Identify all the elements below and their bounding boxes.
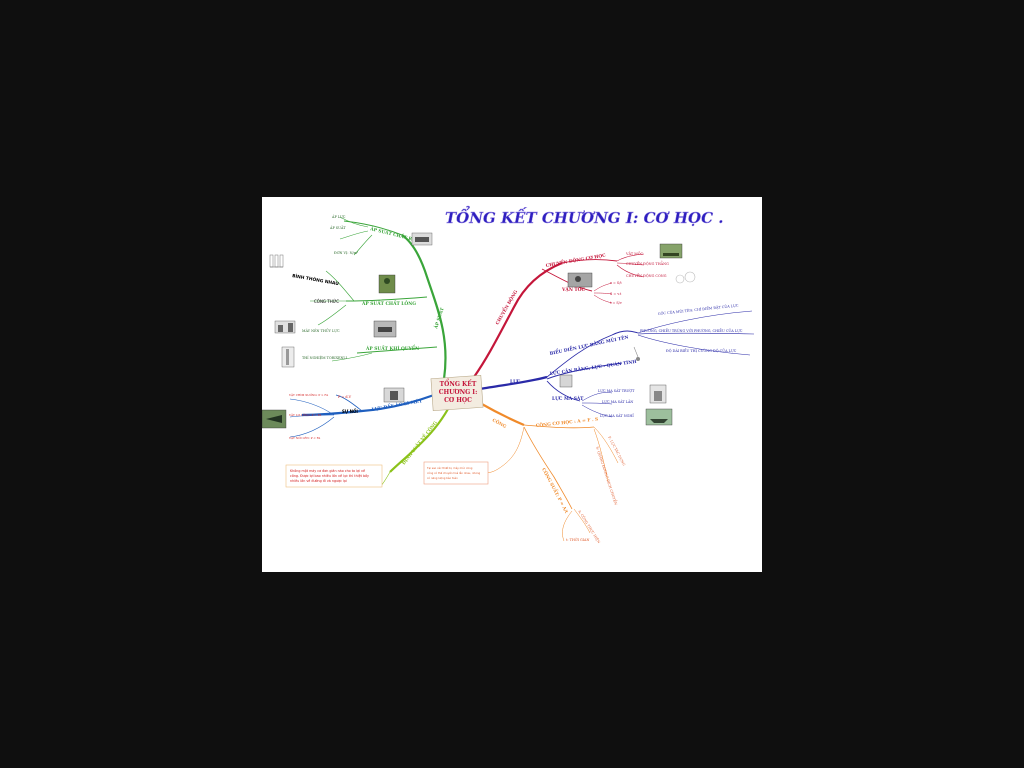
label-vat-chim: VẬT CHÌM XUỐNG: P > FA <box>288 392 329 397</box>
image-wheel-icon <box>675 271 696 284</box>
image-plane-icon <box>262 409 287 429</box>
label-can-bang: LỰC CÂN BẰNG, LỰC - QUÁN TÍNH <box>549 358 637 377</box>
label-phuong: PHƯƠNG, CHIỀU TRÙNG VỚI PHƯƠNG, CHIỀU CỦ… <box>640 328 743 333</box>
mind-map-canvas: TỔNG KẾT CHƯƠNG I: CƠ HỌC . <box>262 206 755 544</box>
image-diver-icon <box>378 274 396 294</box>
image-car-icon <box>373 320 397 338</box>
label-cong-suat: CÔNG SUẤT: P = A/t <box>540 467 569 514</box>
label-fa: F = d.V <box>338 395 352 399</box>
branch-label-luc: LỰC <box>510 379 521 385</box>
mind-map-slide: TỔNG KẾT CHƯƠNG I: CƠ HỌC . <box>262 197 762 572</box>
label-vat-noi-len: VẬT NỔI LÊN: P < FA <box>288 434 321 440</box>
branch-line-chat-long <box>345 296 428 302</box>
label-ap-suat-chat-long: ÁP SUẤT CHẤT LỎNG <box>361 301 416 307</box>
image-box-icon <box>559 374 573 388</box>
branch-line-luc-day <box>301 393 435 417</box>
svg-text:có năng lượng bảo toàn: có năng lượng bảo toàn <box>427 476 458 480</box>
center-line-3: CƠ HỌC <box>444 397 472 404</box>
label-don-vi: ĐƠN VỊ: N/m² <box>334 251 359 255</box>
center-line-1: TỔNG KẾT <box>440 379 477 388</box>
note-cong: Tại sao các thiết bị, máy móc cũng công … <box>423 461 489 485</box>
label-cong-thuc: CÔNG THỨC <box>314 299 339 304</box>
svg-text:Tại sao các thiết bị, máy móc: Tại sao các thiết bị, máy móc cũng <box>427 466 473 470</box>
label-v: v = S/t <box>609 281 622 285</box>
label-ma-sat-lan: LỰC MA SÁT LĂN <box>602 399 633 404</box>
label-chuyen-dong-co-hoc: CHUYỂN ĐỘNG CƠ HỌC <box>545 251 607 269</box>
branch-line-luc <box>479 375 548 391</box>
label-ma-sat-nghi: LỰC MA SÁT NGHỈ <box>600 413 634 418</box>
image-stairs-icon <box>649 384 667 404</box>
image-pendulum-icon <box>633 346 640 361</box>
label-s: S = v.t <box>610 292 622 296</box>
label-goc: GỐC CỦA MŨI TÊN: CHỈ ĐIỂM ĐẶT CỦA LỰC <box>658 303 739 316</box>
svg-text:công có thể chuyển hoá lẫn nha: công có thể chuyển hoá lẫn nhau, nhưng <box>427 470 481 475</box>
label-vat-moc: VẬT MỐC <box>625 251 643 256</box>
branch-line-ap-suat <box>401 234 447 380</box>
note-dinh-luat: Không một máy cơ đơn giản nào cho ta lợi… <box>285 464 383 488</box>
label-ma-sat: LỰC MA SÁT <box>552 396 584 402</box>
image-tank-icon <box>411 232 433 246</box>
image-runner-icon <box>567 272 593 288</box>
branch-line-dinh-luat <box>389 408 449 473</box>
label-chuyen-dong-cong: CHUYỂN ĐỘNG CONG <box>626 273 667 278</box>
label-bieu-dien: BIỂU DIỄN LỰC BẰNG MŨI TÊN <box>549 333 629 357</box>
image-hydraulic-press-icon <box>274 320 296 334</box>
label-f-luc: F: LỰC TÁC DỤNG <box>607 435 627 466</box>
center-node: TỔNG KẾT CHƯƠNG I: CƠ HỌC <box>430 374 484 412</box>
label-su-noi: SỰ NỔI <box>342 409 358 414</box>
label-do-dai: ĐỘ DÀI BIỂU THỊ CƯỜNG ĐỘ CỦA LỰC <box>666 348 737 353</box>
image-bottle-icon <box>383 387 405 403</box>
image-train-icon <box>659 243 683 259</box>
center-line-2: CHƯƠNG I: <box>439 389 478 396</box>
image-vessels-icon <box>269 254 284 268</box>
branch-label-cong: CÔNG <box>491 417 507 429</box>
label-s-quang: S: QUÃNG ĐƯỜNG DỊCH CHUYỂN <box>595 446 619 506</box>
branch-line-khi-quyen <box>356 346 438 354</box>
label-t-thoi: t: THỜI GIAN <box>566 537 589 542</box>
svg-text:Không một máy cơ đơn giản nào: Không một máy cơ đơn giản nào cho ta lợi… <box>290 469 365 473</box>
slide-title: TỔNG KẾT CHƯƠNG I: CƠ HỌC . <box>445 206 723 227</box>
branch-label-ap-suat: ÁP SUẤT <box>433 306 446 330</box>
label-t: t = S/v <box>610 301 622 305</box>
label-vat-lo-lung: VẬT LƠ LỬNG: P = FA <box>288 412 322 417</box>
branch-line-cong <box>479 402 525 427</box>
label-may-nen: MÁY NÉN THỦY LỰC <box>302 328 340 333</box>
label-ap-suat: ÁP SUẤT <box>329 225 346 230</box>
label-van-toc: VẬN TỐC <box>561 287 585 293</box>
svg-text:nhiêu lần về đường đi và ngược: nhiêu lần về đường đi và ngược lại <box>290 479 347 483</box>
image-ship-icon <box>645 408 673 426</box>
label-chuyen-dong-thang: CHUYỂN ĐỘNG THẲNG <box>626 260 669 266</box>
label-torixeli: THÍ NGHIỆM TORIXENLI <box>302 355 348 360</box>
label-binh-thong-nhau: BÌNH THÔNG NHAU <box>292 271 340 287</box>
label-ap-suat-khi-quyen: ÁP SUẤT KHÍ QUYỂN <box>365 345 419 352</box>
branch-label-dinh-luat: ĐỊNH LUẬT VỀ CÔNG <box>401 420 439 466</box>
label-ma-sat-truot: LỰC MA SÁT TRƯỢT <box>598 388 635 393</box>
label-ap-luc: ÁP LỰC <box>331 214 346 219</box>
svg-text:công. Được lợi bao nhiêu lần v: công. Được lợi bao nhiêu lần về lực thì … <box>290 474 369 478</box>
image-torricelli-icon <box>281 346 295 368</box>
branch-line-chuyen-dong <box>473 261 563 378</box>
